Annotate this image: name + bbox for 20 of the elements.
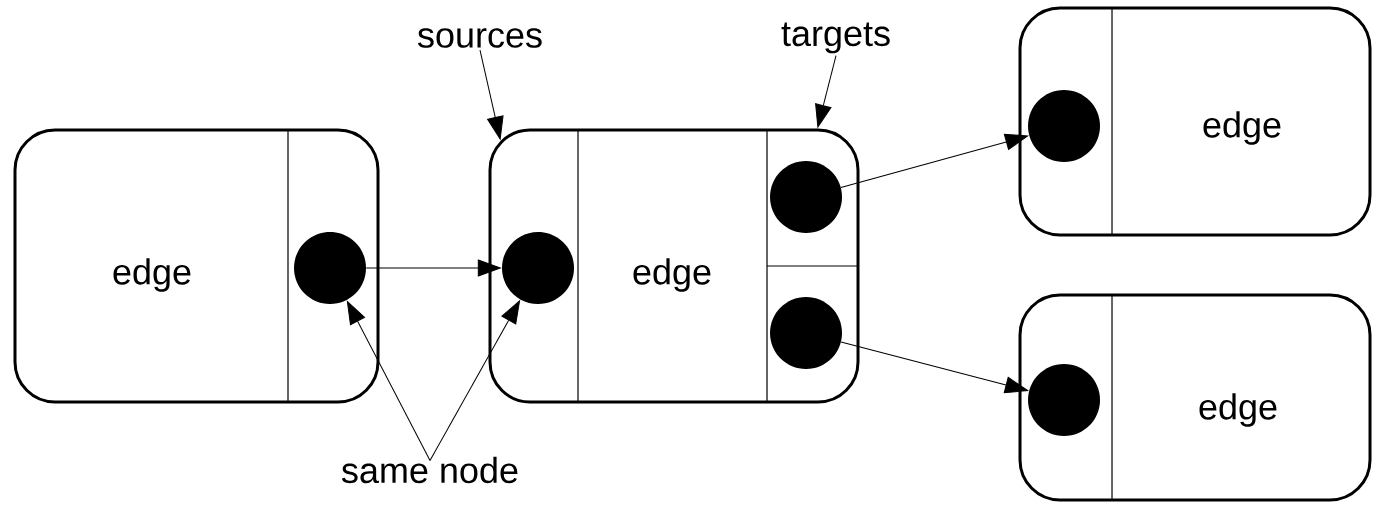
port-dot [502,232,574,304]
leader-line [346,300,431,462]
record-box: edge [1018,6,1372,237]
port-dot [770,297,842,369]
port-dot [1028,90,1100,162]
record-box: edge [13,128,380,404]
leader-line [429,300,521,462]
port-dot [1028,364,1100,436]
leader-line [815,55,837,128]
arrow [840,133,1029,188]
callout-label: sources [418,28,542,48]
record-box: edge [1018,293,1372,502]
callout-label: targets [781,22,890,54]
leader-line [479,49,504,140]
callout-label: same node [341,456,518,484]
arrow [840,341,1029,394]
port-dot [294,232,366,304]
record-box: edge [488,128,860,404]
port-dot [770,161,842,233]
arrow [365,259,501,277]
